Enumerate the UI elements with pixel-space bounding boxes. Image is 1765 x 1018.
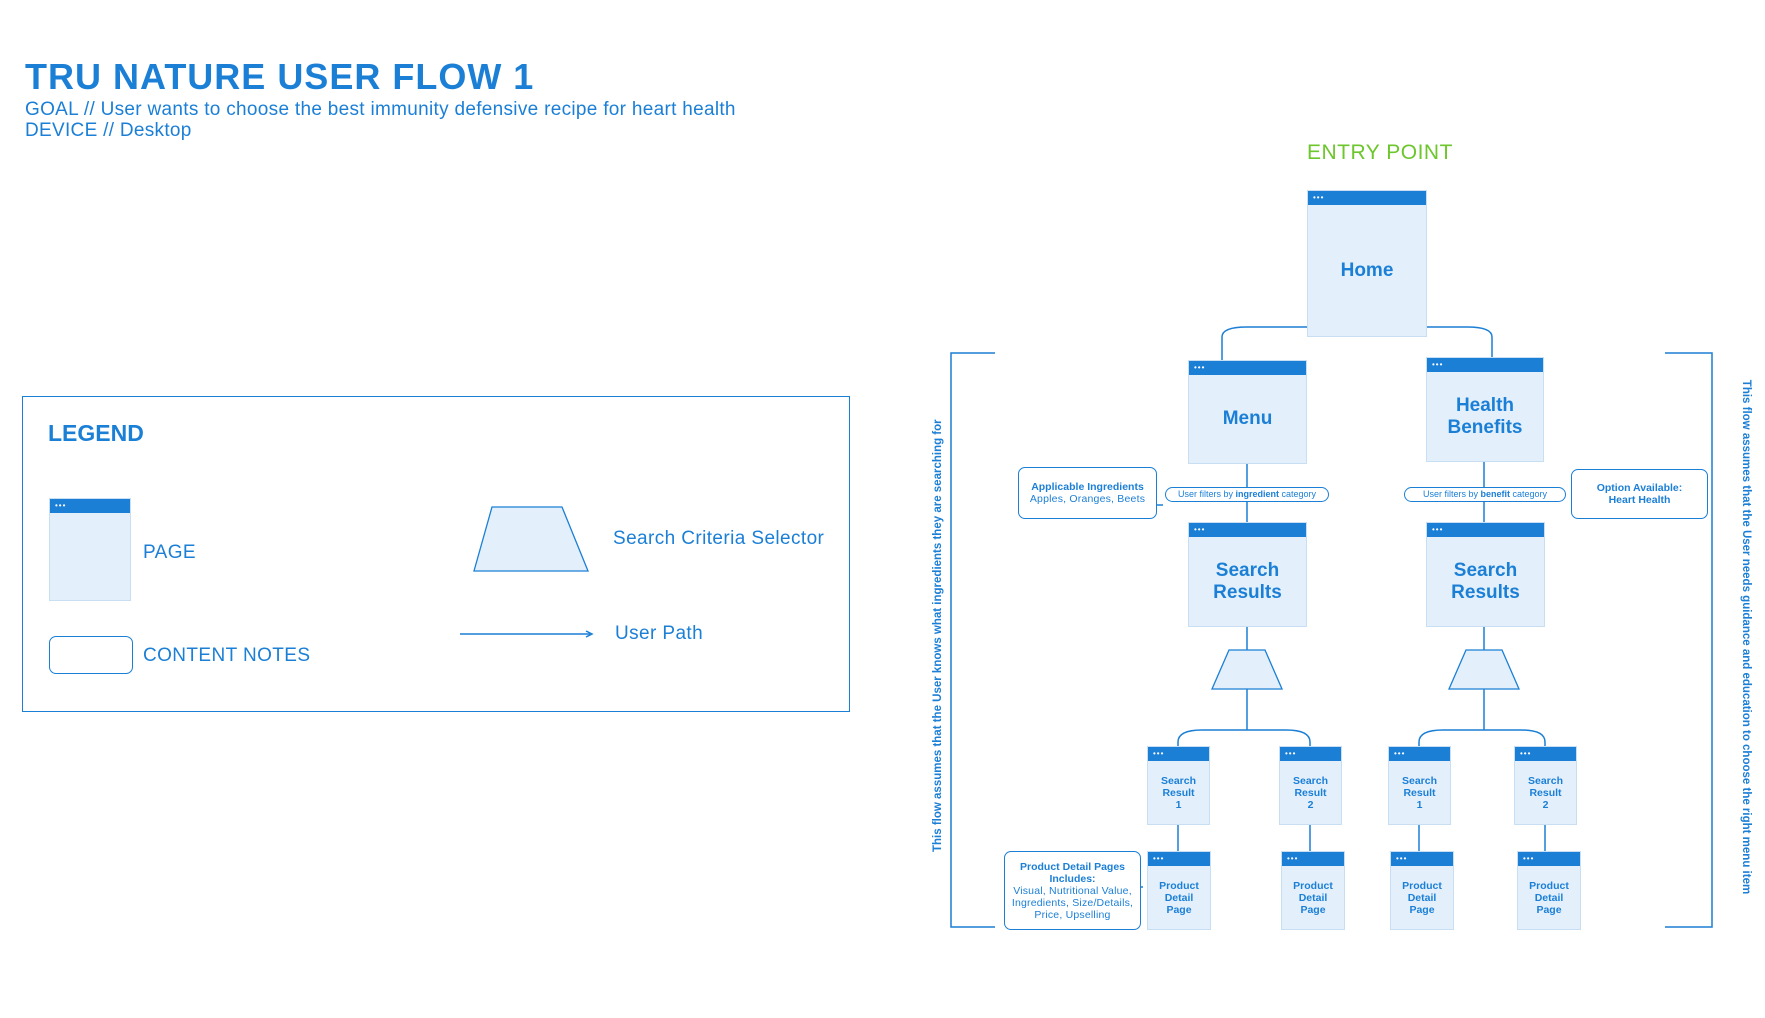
page-search-results-left: ••• Search Results bbox=[1188, 522, 1307, 627]
page-home-label: Home bbox=[1340, 259, 1394, 281]
legend-title: LEGEND bbox=[48, 420, 144, 446]
page-menu: ••• Menu bbox=[1188, 360, 1307, 464]
window-dots-icon: ••• bbox=[1394, 749, 1406, 758]
page-product-detail-l2: ••• Product Detail Page bbox=[1281, 851, 1345, 930]
window-dots-icon: ••• bbox=[1153, 749, 1165, 758]
left-bracket bbox=[950, 352, 995, 928]
page-search-results-right: ••• Search Results bbox=[1426, 522, 1545, 627]
page-search-result-r2: ••• Search Result 2 bbox=[1514, 746, 1577, 825]
path-selector-to-result-r2 bbox=[1484, 729, 1546, 746]
window-dots-icon: ••• bbox=[1432, 525, 1444, 534]
window-dots-icon: ••• bbox=[1520, 749, 1532, 758]
page-health-benefits-label: Health Benefits bbox=[1447, 394, 1523, 438]
filter-right-bold: benefit bbox=[1480, 489, 1510, 499]
note-option-available: Option Available: Heart Health bbox=[1571, 469, 1708, 519]
note-ingredients-title: Applicable Ingredients bbox=[1031, 481, 1144, 493]
path-selector-to-result-l2 bbox=[1247, 729, 1311, 746]
filter-right-suffix: category bbox=[1510, 489, 1548, 499]
right-bracket bbox=[1665, 352, 1713, 928]
window-dots-icon: ••• bbox=[1313, 193, 1325, 202]
page-health-benefits: ••• Health Benefits bbox=[1426, 357, 1544, 462]
legend-content-notes-label: CONTENT NOTES bbox=[143, 645, 311, 666]
path-home-to-menu bbox=[1221, 326, 1248, 360]
page-title: TRU NATURE USER FLOW 1 bbox=[25, 56, 535, 97]
side-note-right: This flow assumes that the User needs gu… bbox=[1740, 379, 1752, 895]
legend-page-icon: ••• bbox=[49, 498, 131, 601]
path-selector-to-result-r1 bbox=[1418, 729, 1484, 746]
filter-pill-benefit: User filters by benefit category bbox=[1404, 487, 1566, 502]
page-search-result-l1-label: Search Result 1 bbox=[1160, 774, 1197, 811]
page-product-detail-r1-label: Product Detail Page bbox=[1402, 879, 1442, 916]
entry-point-label: ENTRY POINT bbox=[1307, 141, 1453, 164]
note-applicable-ingredients: Applicable Ingredients Apples, Oranges, … bbox=[1018, 467, 1157, 519]
window-dots-icon: ••• bbox=[1287, 854, 1299, 863]
page-product-detail-r2-label: Product Detail Page bbox=[1529, 879, 1569, 916]
page-product-detail-l1-label: Product Detail Page bbox=[1159, 879, 1199, 916]
legend-content-notes-icon bbox=[49, 636, 133, 674]
window-dots-icon: ••• bbox=[1432, 360, 1444, 369]
legend-user-path-label: User Path bbox=[615, 623, 704, 644]
window-dots-icon: ••• bbox=[1285, 749, 1297, 758]
legend-user-path-arrowhead bbox=[585, 630, 594, 638]
page-search-result-l1: ••• Search Result 1 bbox=[1147, 746, 1210, 825]
filter-left-prefix: User filters by bbox=[1177, 489, 1236, 499]
page-home: ••• Home bbox=[1307, 190, 1427, 337]
filter-pill-ingredient: User filters by ingredient category bbox=[1165, 487, 1329, 502]
page-product-detail-l2-label: Product Detail Page bbox=[1293, 879, 1333, 916]
page-search-result-r1: ••• Search Result 1 bbox=[1388, 746, 1451, 825]
legend-search-criteria-label: Search Criteria Selector bbox=[613, 528, 825, 549]
note-option-title: Option Available: Heart Health bbox=[1596, 482, 1683, 506]
note-ingredients-text: Apples, Oranges, Beets bbox=[1029, 493, 1146, 505]
window-dots-icon: ••• bbox=[1523, 854, 1535, 863]
filter-left-suffix: category bbox=[1279, 489, 1317, 499]
page-search-result-r2-label: Search Result 2 bbox=[1527, 774, 1564, 811]
device-text: DEVICE // Desktop bbox=[25, 120, 192, 141]
page-product-detail-r1: ••• Product Detail Page bbox=[1390, 851, 1454, 930]
page-menu-label: Menu bbox=[1222, 408, 1273, 429]
side-note-left: This flow assumes that the User knows wh… bbox=[932, 419, 944, 852]
search-criteria-selector-right bbox=[1448, 649, 1520, 690]
window-dots-icon: ••• bbox=[1194, 525, 1206, 534]
page-product-detail-r2: ••• Product Detail Page bbox=[1517, 851, 1581, 930]
path-selector-to-result-l1 bbox=[1177, 729, 1247, 746]
legend-search-criteria-icon bbox=[473, 506, 589, 572]
window-dots-icon: ••• bbox=[1153, 854, 1165, 863]
legend-page-label: PAGE bbox=[143, 542, 196, 563]
page-search-results-right-label: Search Results bbox=[1451, 559, 1520, 603]
note-product-detail-pages: Product Detail Pages Includes: Visual, N… bbox=[1004, 851, 1141, 930]
note-pdp-title: Product Detail Pages Includes: bbox=[1019, 860, 1126, 885]
path-home-to-benefits bbox=[1466, 326, 1493, 357]
page-search-result-l2: ••• Search Result 2 bbox=[1279, 746, 1342, 825]
page-product-detail-l1: ••• Product Detail Page bbox=[1147, 851, 1211, 930]
goal-text: GOAL // User wants to choose the best im… bbox=[25, 99, 736, 120]
page-search-result-l2-label: Search Result 2 bbox=[1292, 774, 1329, 811]
window-dots-icon: ••• bbox=[1396, 854, 1408, 863]
filter-left-bold: ingredient bbox=[1235, 489, 1279, 499]
page-search-results-left-label: Search Results bbox=[1213, 559, 1282, 603]
search-criteria-selector-left bbox=[1211, 649, 1283, 690]
legend-box bbox=[22, 396, 850, 712]
note-pdp-text: Visual, Nutritional Value, Ingredients, … bbox=[1011, 884, 1134, 921]
page-search-result-r1-label: Search Result 1 bbox=[1401, 774, 1438, 811]
filter-right-prefix: User filters by bbox=[1422, 489, 1481, 499]
window-dots-icon: ••• bbox=[55, 501, 67, 510]
window-dots-icon: ••• bbox=[1194, 363, 1206, 372]
